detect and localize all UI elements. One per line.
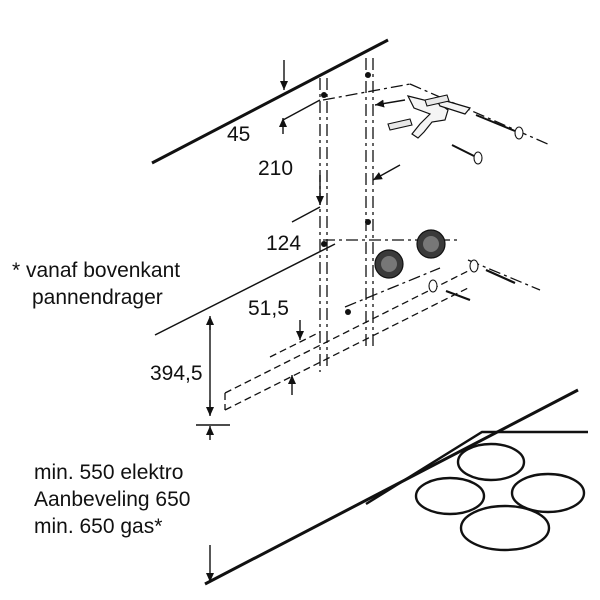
dim-51-5: 51,5: [248, 297, 289, 320]
screw-icon: [451, 114, 524, 165]
wall-plug-icon: [387, 94, 450, 131]
dim-45: 45: [227, 123, 251, 146]
dim-210: 210: [258, 157, 294, 180]
mounting-bracket: [406, 95, 449, 139]
connector-icon: [374, 229, 446, 279]
dim-394-5: 394,5: [150, 362, 203, 385]
note-asterisk-line2: pannendrager: [32, 286, 163, 309]
clearance-line2: Aanbeveling 650: [34, 488, 191, 511]
mounting-holes: [321, 72, 371, 315]
note-asterisk-line1: * vanaf bovenkant: [12, 259, 181, 282]
horizontal-guides: [322, 83, 551, 308]
vertical-guides: [319, 58, 374, 372]
hob-rings: [365, 430, 588, 552]
clearance-line3: min. 650 gas*: [34, 515, 163, 538]
clearance-line1: min. 550 elektro: [34, 461, 184, 484]
dim-124: 124: [266, 232, 302, 255]
dimension-lines: [196, 60, 406, 582]
lower-screw-icon: [428, 259, 516, 302]
hood-outline: [224, 269, 471, 411]
wall-line-lower: [154, 243, 336, 336]
ceiling-line: [151, 38, 389, 165]
